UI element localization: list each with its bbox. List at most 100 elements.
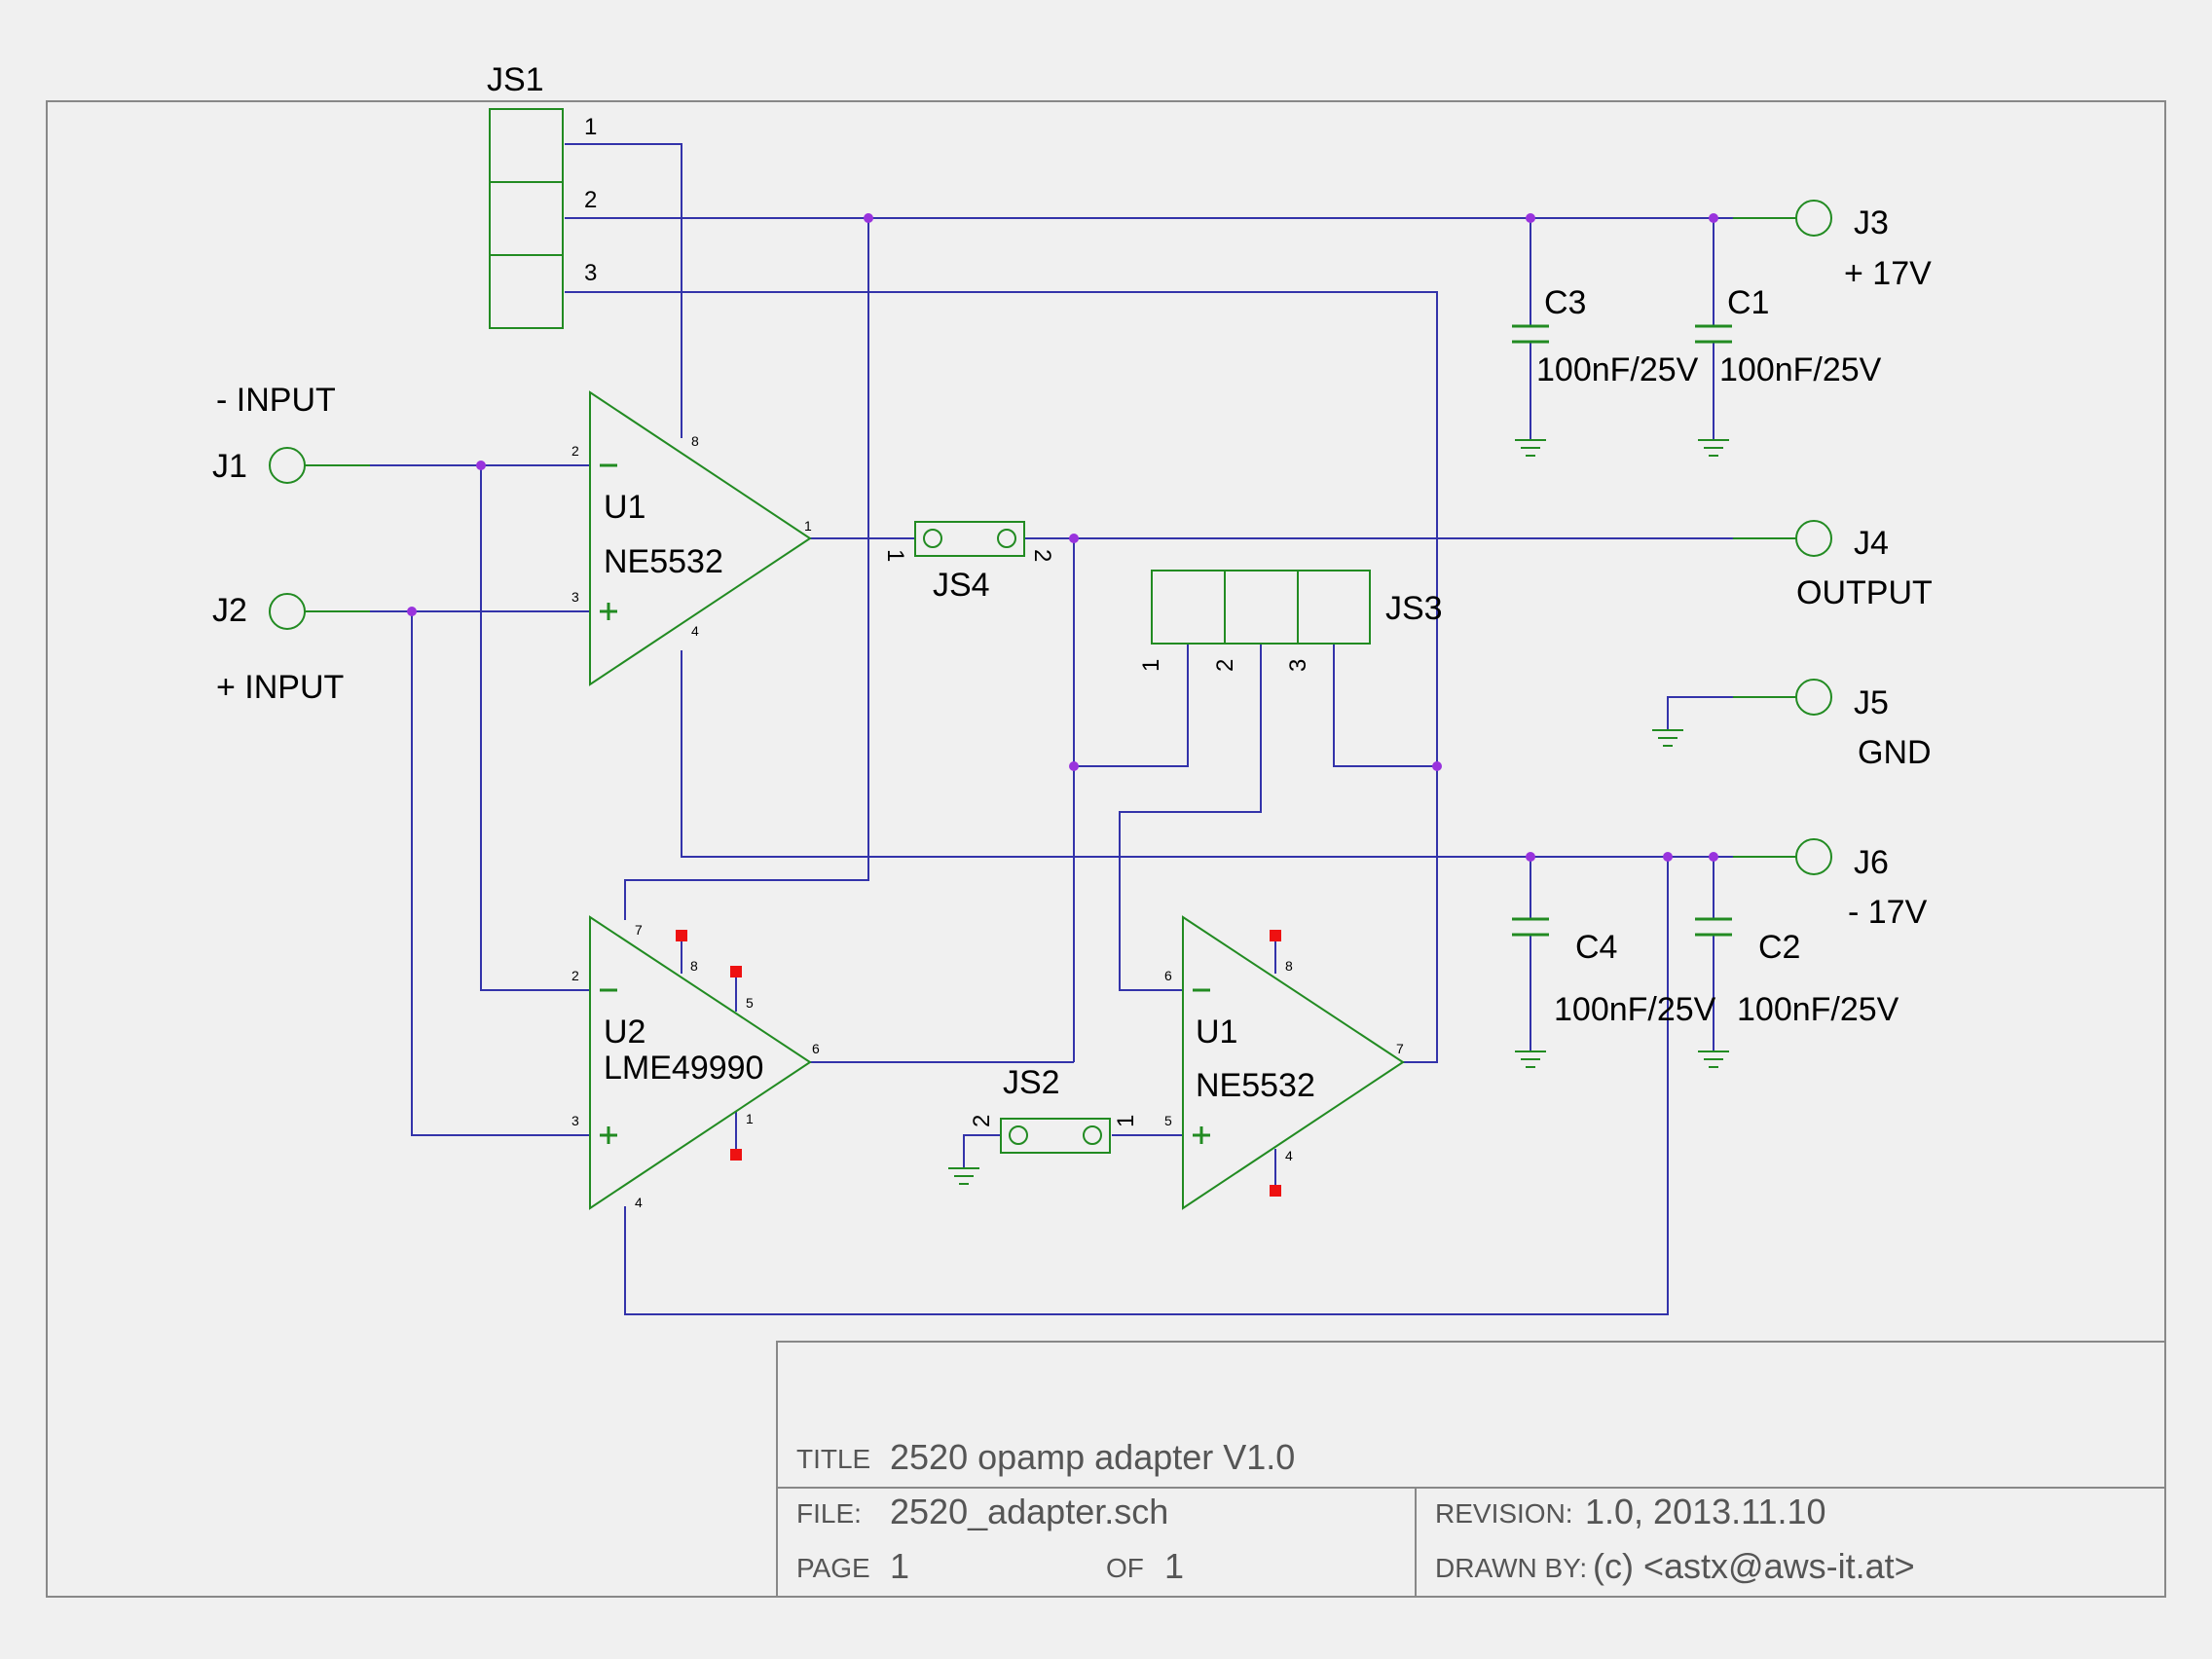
opamp-u1a-pin-out: 1 bbox=[804, 518, 812, 534]
connector-j2 bbox=[269, 593, 370, 630]
connector-j2-ref: J2 bbox=[212, 592, 247, 629]
title-block-file-label: FILE: bbox=[796, 1498, 862, 1529]
connector-j6-caption: - 17V bbox=[1848, 894, 1928, 931]
opamp-u2-pin-1: 1 bbox=[746, 1111, 754, 1126]
jumper-js2-ref: JS2 bbox=[1003, 1064, 1060, 1101]
opamp-u1a-ref: U1 bbox=[604, 489, 645, 526]
opamp-u2-ref: U2 bbox=[604, 1014, 645, 1051]
connector-j4-caption: OUTPUT bbox=[1796, 574, 1933, 611]
unconnected-pin-markers bbox=[676, 930, 1281, 1197]
title-block-page-label: PAGE bbox=[796, 1553, 870, 1583]
connector-j5-ref: J5 bbox=[1854, 684, 1889, 721]
title-block-title: 2520 opamp adapter V1.0 bbox=[890, 1437, 1295, 1477]
jumper-js2-body bbox=[1000, 1118, 1111, 1154]
opamp-u1b-value: NE5532 bbox=[1196, 1067, 1315, 1104]
ground-symbols bbox=[948, 439, 1729, 1185]
opamp-u2-pin-5: 5 bbox=[746, 995, 754, 1011]
title-block-file: 2520_adapter.sch bbox=[890, 1492, 1168, 1531]
opamp-u2-pin-noninv: 3 bbox=[571, 1113, 579, 1128]
opamp-u2-pin-vminus: 4 bbox=[635, 1195, 643, 1210]
connector-j5 bbox=[1733, 679, 1832, 716]
jumper-js3-body bbox=[1151, 570, 1371, 645]
jumper-js1-ref: JS1 bbox=[487, 61, 544, 98]
opamp-u2-body bbox=[589, 915, 812, 1210]
connector-j6-ref: J6 bbox=[1854, 844, 1889, 881]
jumper-js4-pin-1: 1 bbox=[882, 549, 908, 562]
connector-j4 bbox=[1733, 520, 1832, 557]
ground-symbol-j5 bbox=[1652, 729, 1683, 747]
jumper-js3-pin-3: 3 bbox=[1285, 659, 1311, 672]
title-block-revision-label: REVISION: bbox=[1435, 1498, 1573, 1529]
opamp-u2-value: LME49990 bbox=[604, 1050, 763, 1087]
jumper-js3-pin-1: 1 bbox=[1138, 659, 1164, 672]
jumper-js4-pin-2: 2 bbox=[1029, 549, 1055, 562]
opamp-u1b-pin-vminus: 4 bbox=[1285, 1148, 1293, 1163]
title-block-of: 1 bbox=[1164, 1546, 1184, 1586]
connector-j1-caption: - INPUT bbox=[216, 382, 336, 419]
connector-j6 bbox=[1733, 838, 1832, 875]
junctions bbox=[407, 213, 1718, 862]
connector-j1-ref: J1 bbox=[212, 448, 247, 485]
wires bbox=[307, 143, 1794, 1315]
capacitor-c2 bbox=[1695, 917, 1732, 937]
capacitor-c3 bbox=[1512, 324, 1549, 344]
title-block-drawn-by: (c) <astx@aws-it.at> bbox=[1593, 1546, 1915, 1586]
opamp-u1b-ref: U1 bbox=[1196, 1014, 1237, 1051]
opamp-u1a-pin-inv: 2 bbox=[571, 443, 579, 459]
jumper-js4-ref: JS4 bbox=[933, 567, 990, 604]
capacitor-c4-value: 100nF/25V bbox=[1554, 991, 1716, 1028]
connector-symbols bbox=[269, 200, 1832, 875]
opamp-u1b-pin-inv: 6 bbox=[1164, 968, 1172, 983]
connector-j3 bbox=[1733, 200, 1832, 237]
ground-symbol-c4 bbox=[1515, 1051, 1546, 1068]
jumper-js2-pin-2: 2 bbox=[969, 1115, 995, 1127]
jumper-js4-body bbox=[914, 521, 1025, 557]
connector-j3-caption: + 17V bbox=[1844, 255, 1932, 292]
ground-symbol-c2 bbox=[1698, 1051, 1729, 1068]
opamp-u1b-body bbox=[1182, 915, 1405, 1210]
jumper-js1-body bbox=[489, 108, 564, 329]
ground-symbol-js2 bbox=[948, 1167, 979, 1185]
connector-j2-caption: + INPUT bbox=[216, 669, 344, 706]
jumper-js1-pin-1: 1 bbox=[584, 114, 597, 140]
capacitor-c3-value: 100nF/25V bbox=[1536, 351, 1699, 388]
capacitor-c3-ref: C3 bbox=[1544, 284, 1586, 321]
title-block-drawn-by-label: DRAWN BY: bbox=[1435, 1553, 1587, 1583]
ground-symbol-c3 bbox=[1515, 439, 1546, 457]
capacitor-c2-ref: C2 bbox=[1758, 929, 1800, 966]
title-block-title-label: TITLE bbox=[796, 1444, 870, 1474]
opamp-u1a-value: NE5532 bbox=[604, 543, 723, 580]
opamp-u2-pin-vplus: 7 bbox=[635, 922, 643, 938]
opamp-u2-pin-8: 8 bbox=[690, 958, 698, 974]
ground-symbol-c1 bbox=[1698, 439, 1729, 457]
opamp-u1a-pin-noninv: 3 bbox=[571, 589, 579, 605]
sheet-frame bbox=[46, 100, 2166, 1598]
title-block-revision: 1.0, 2013.11.10 bbox=[1585, 1492, 1826, 1531]
connector-j4-ref: J4 bbox=[1854, 525, 1889, 562]
capacitor-c4 bbox=[1512, 917, 1549, 937]
opamp-u1a-pin-vminus: 4 bbox=[691, 623, 699, 639]
jumper-js3-ref: JS3 bbox=[1385, 590, 1443, 627]
jumper-js1-pin-2: 2 bbox=[584, 187, 597, 213]
connector-j5-caption: GND bbox=[1858, 734, 1932, 771]
title-block-frame bbox=[776, 1341, 2166, 1598]
opamp-u1a-pin-vplus: 8 bbox=[691, 433, 699, 449]
opamp-polarity-marks bbox=[600, 463, 1210, 1144]
opamp-u1a-body bbox=[589, 390, 812, 686]
opamp-u2-pin-out: 6 bbox=[812, 1041, 820, 1056]
capacitor-c1-ref: C1 bbox=[1727, 284, 1769, 321]
opamp-u2-pin-inv: 2 bbox=[571, 968, 579, 983]
capacitor-c1 bbox=[1695, 324, 1732, 344]
jumper-js2-pin-1: 1 bbox=[1113, 1115, 1139, 1127]
connector-j3-ref: J3 bbox=[1854, 204, 1889, 241]
jumper-js3-pin-2: 2 bbox=[1212, 659, 1238, 672]
opamp-u1b-pin-noninv: 5 bbox=[1164, 1113, 1172, 1128]
capacitor-c2-value: 100nF/25V bbox=[1737, 991, 1899, 1028]
title-block-page: 1 bbox=[890, 1546, 909, 1586]
capacitor-c4-ref: C4 bbox=[1575, 929, 1617, 966]
jumper-js1-pin-3: 3 bbox=[584, 260, 597, 286]
capacitor-c1-value: 100nF/25V bbox=[1719, 351, 1882, 388]
opamp-u1b-pin-out: 7 bbox=[1396, 1041, 1404, 1056]
